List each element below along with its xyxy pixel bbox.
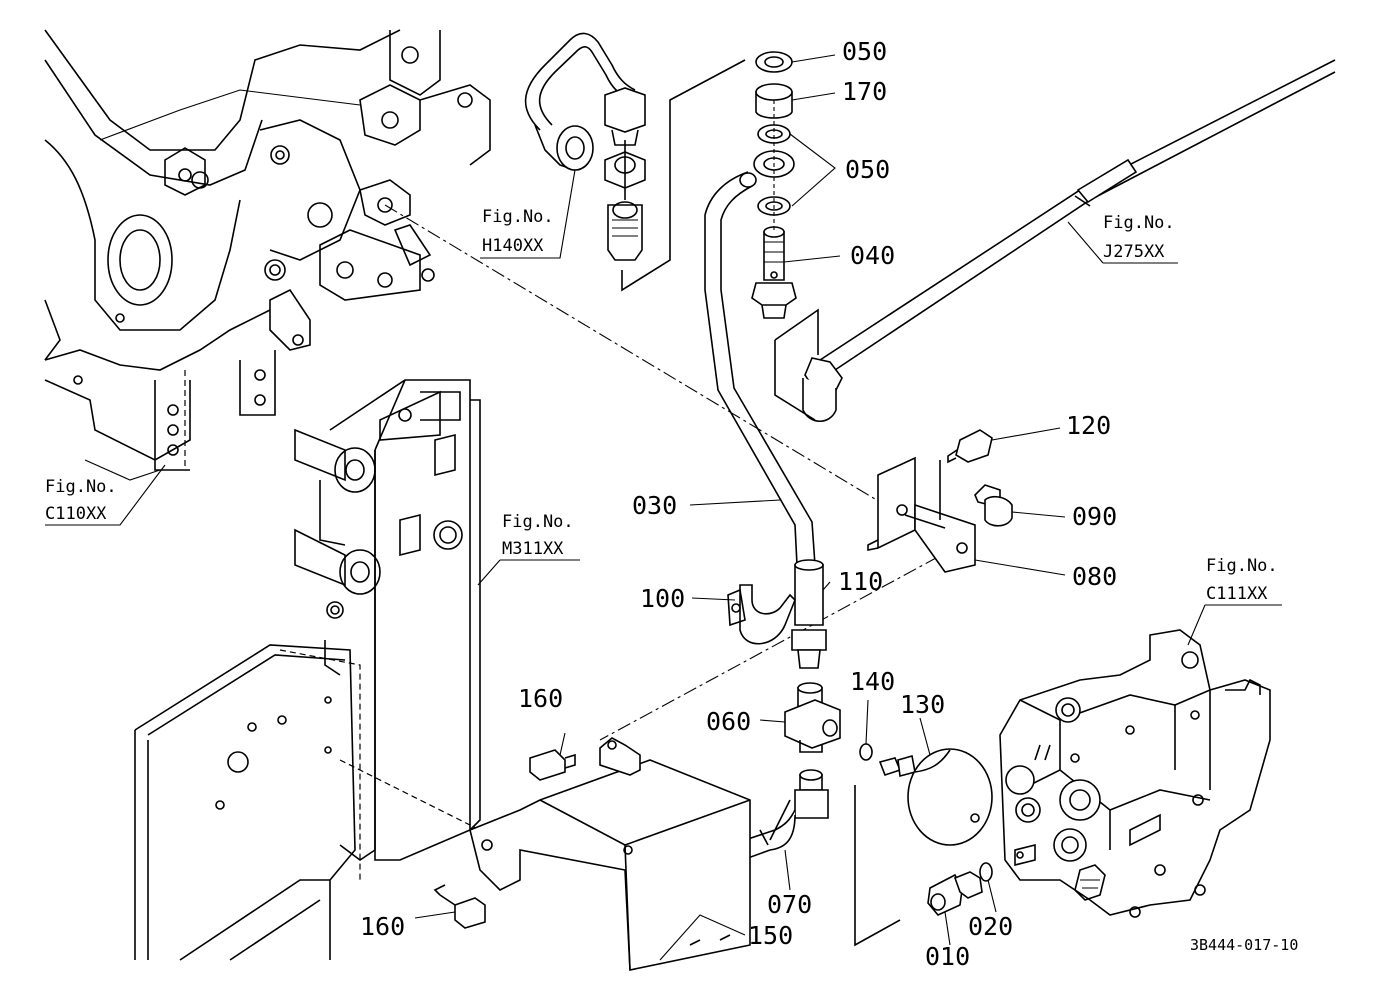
control-valve-block (999, 629, 1271, 918)
fig-ref-j275[interactable]: Fig.No. J275XX (1103, 213, 1175, 262)
fig-ref-c111-line2: C111XX (1206, 584, 1268, 604)
callout-120[interactable]: 120 (1066, 411, 1111, 440)
bolt-160-lower (433, 884, 486, 929)
j275-pipe (774, 59, 1336, 423)
fitting-010 (927, 862, 993, 916)
callout-030[interactable]: 030 (632, 491, 677, 520)
center-line-housing (384, 204, 911, 521)
cover-150 (469, 737, 751, 971)
banjo-stack (751, 51, 797, 319)
callout-080[interactable]: 080 (1072, 562, 1117, 591)
transmission-housing (44, 29, 491, 481)
callout-090[interactable]: 090 (1072, 502, 1117, 531)
leader-lines (414, 54, 1066, 961)
fig-ref-j275-line1: Fig.No. (1103, 213, 1175, 233)
fig-ref-c110[interactable]: Fig.No. C110XX (45, 477, 117, 524)
fig-ref-c111-line1: Fig.No. (1206, 556, 1278, 576)
bracket-080 (867, 429, 1013, 573)
fig-ref-h140-line2: H140XX (482, 236, 544, 256)
figure-ref-leaders (45, 169, 1282, 646)
bolt-160-upper (529, 749, 576, 781)
callout-140[interactable]: 140 (850, 667, 895, 696)
callout-110[interactable]: 110 (838, 567, 883, 596)
callout-020[interactable]: 020 (968, 912, 1013, 941)
fig-ref-c111[interactable]: Fig.No. C111XX (1206, 556, 1278, 604)
cooler-frame (134, 370, 481, 961)
callout-010[interactable]: 010 (925, 942, 970, 971)
callout-160-upper[interactable]: 160 (518, 684, 563, 713)
callout-130[interactable]: 130 (900, 690, 945, 719)
upper-pipe-assembly (524, 32, 746, 292)
tee-fitting-060 (784, 682, 841, 753)
callout-100[interactable]: 100 (640, 584, 685, 613)
fig-ref-m311-line2: M311XX (502, 539, 564, 559)
drawing-code: 3B444-017-10 (1190, 936, 1298, 954)
fig-ref-m311[interactable]: Fig.No. M311XX (502, 512, 574, 559)
callout-160-lower[interactable]: 160 (360, 912, 405, 941)
callout-170[interactable]: 170 (842, 77, 887, 106)
accumulator-130 (854, 743, 993, 947)
callout-150[interactable]: 150 (748, 921, 793, 950)
fig-ref-c110-line1: Fig.No. (45, 477, 117, 497)
center-line-bracket (599, 544, 961, 741)
fig-ref-j275-line2: J275XX (1103, 242, 1165, 262)
fig-ref-c110-line2: C110XX (45, 504, 107, 524)
callout-060[interactable]: 060 (706, 707, 751, 736)
sleeve-110 (791, 559, 827, 669)
fig-ref-m311-line1: Fig.No. (502, 512, 574, 532)
fig-ref-h140[interactable]: Fig.No. H140XX (482, 207, 554, 256)
callout-050-top[interactable]: 050 (842, 37, 887, 66)
clamp-100 (727, 584, 796, 645)
pipe-030 (704, 171, 816, 566)
elbow-070 (738, 769, 829, 859)
callout-050-middle[interactable]: 050 (845, 155, 890, 184)
callout-040[interactable]: 040 (850, 241, 895, 270)
callout-070[interactable]: 070 (767, 890, 812, 919)
fig-ref-h140-line1: Fig.No. (482, 207, 554, 227)
